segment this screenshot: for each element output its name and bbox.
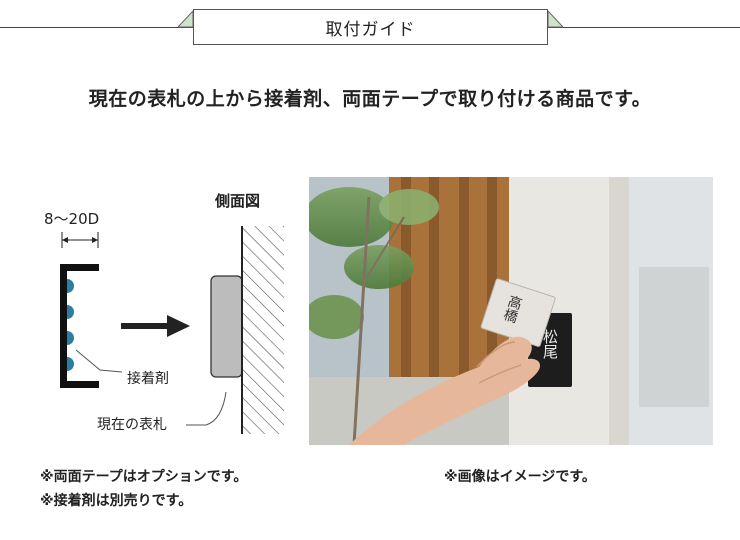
adhesive-dots (67, 279, 74, 371)
lead-text: 現在の表札の上から接着剤、両面テープで取り付ける商品です。 (88, 88, 652, 110)
direction-arrow (121, 315, 190, 337)
page-title-text: 取付ガイド (325, 19, 416, 40)
photo-plate-large-text: 松尾 (541, 329, 559, 360)
existing-plate-leader (186, 391, 227, 426)
page-title: 取付ガイド (193, 9, 548, 45)
existing-plate (210, 275, 243, 378)
note-adhesive-sold-separately: ※接着剤は別売りです。 (40, 493, 193, 509)
side-view-title: 側面図 (215, 192, 261, 210)
new-plate-channel (60, 264, 99, 388)
dimension-label: 8～20D (44, 210, 100, 228)
note-image-illustrative: ※画像はイメージです。 (444, 469, 596, 485)
dimension-marker (61, 232, 99, 248)
adhesive-label: 接着剤 (127, 371, 169, 387)
existing-plate-label: 現在の表札 (97, 417, 167, 433)
wall (242, 226, 284, 434)
installation-photo: 松尾 高橋 (309, 177, 713, 445)
note-double-tape-option: ※両面テープはオプションです。 (40, 469, 248, 485)
adhesive-leader (75, 349, 123, 373)
